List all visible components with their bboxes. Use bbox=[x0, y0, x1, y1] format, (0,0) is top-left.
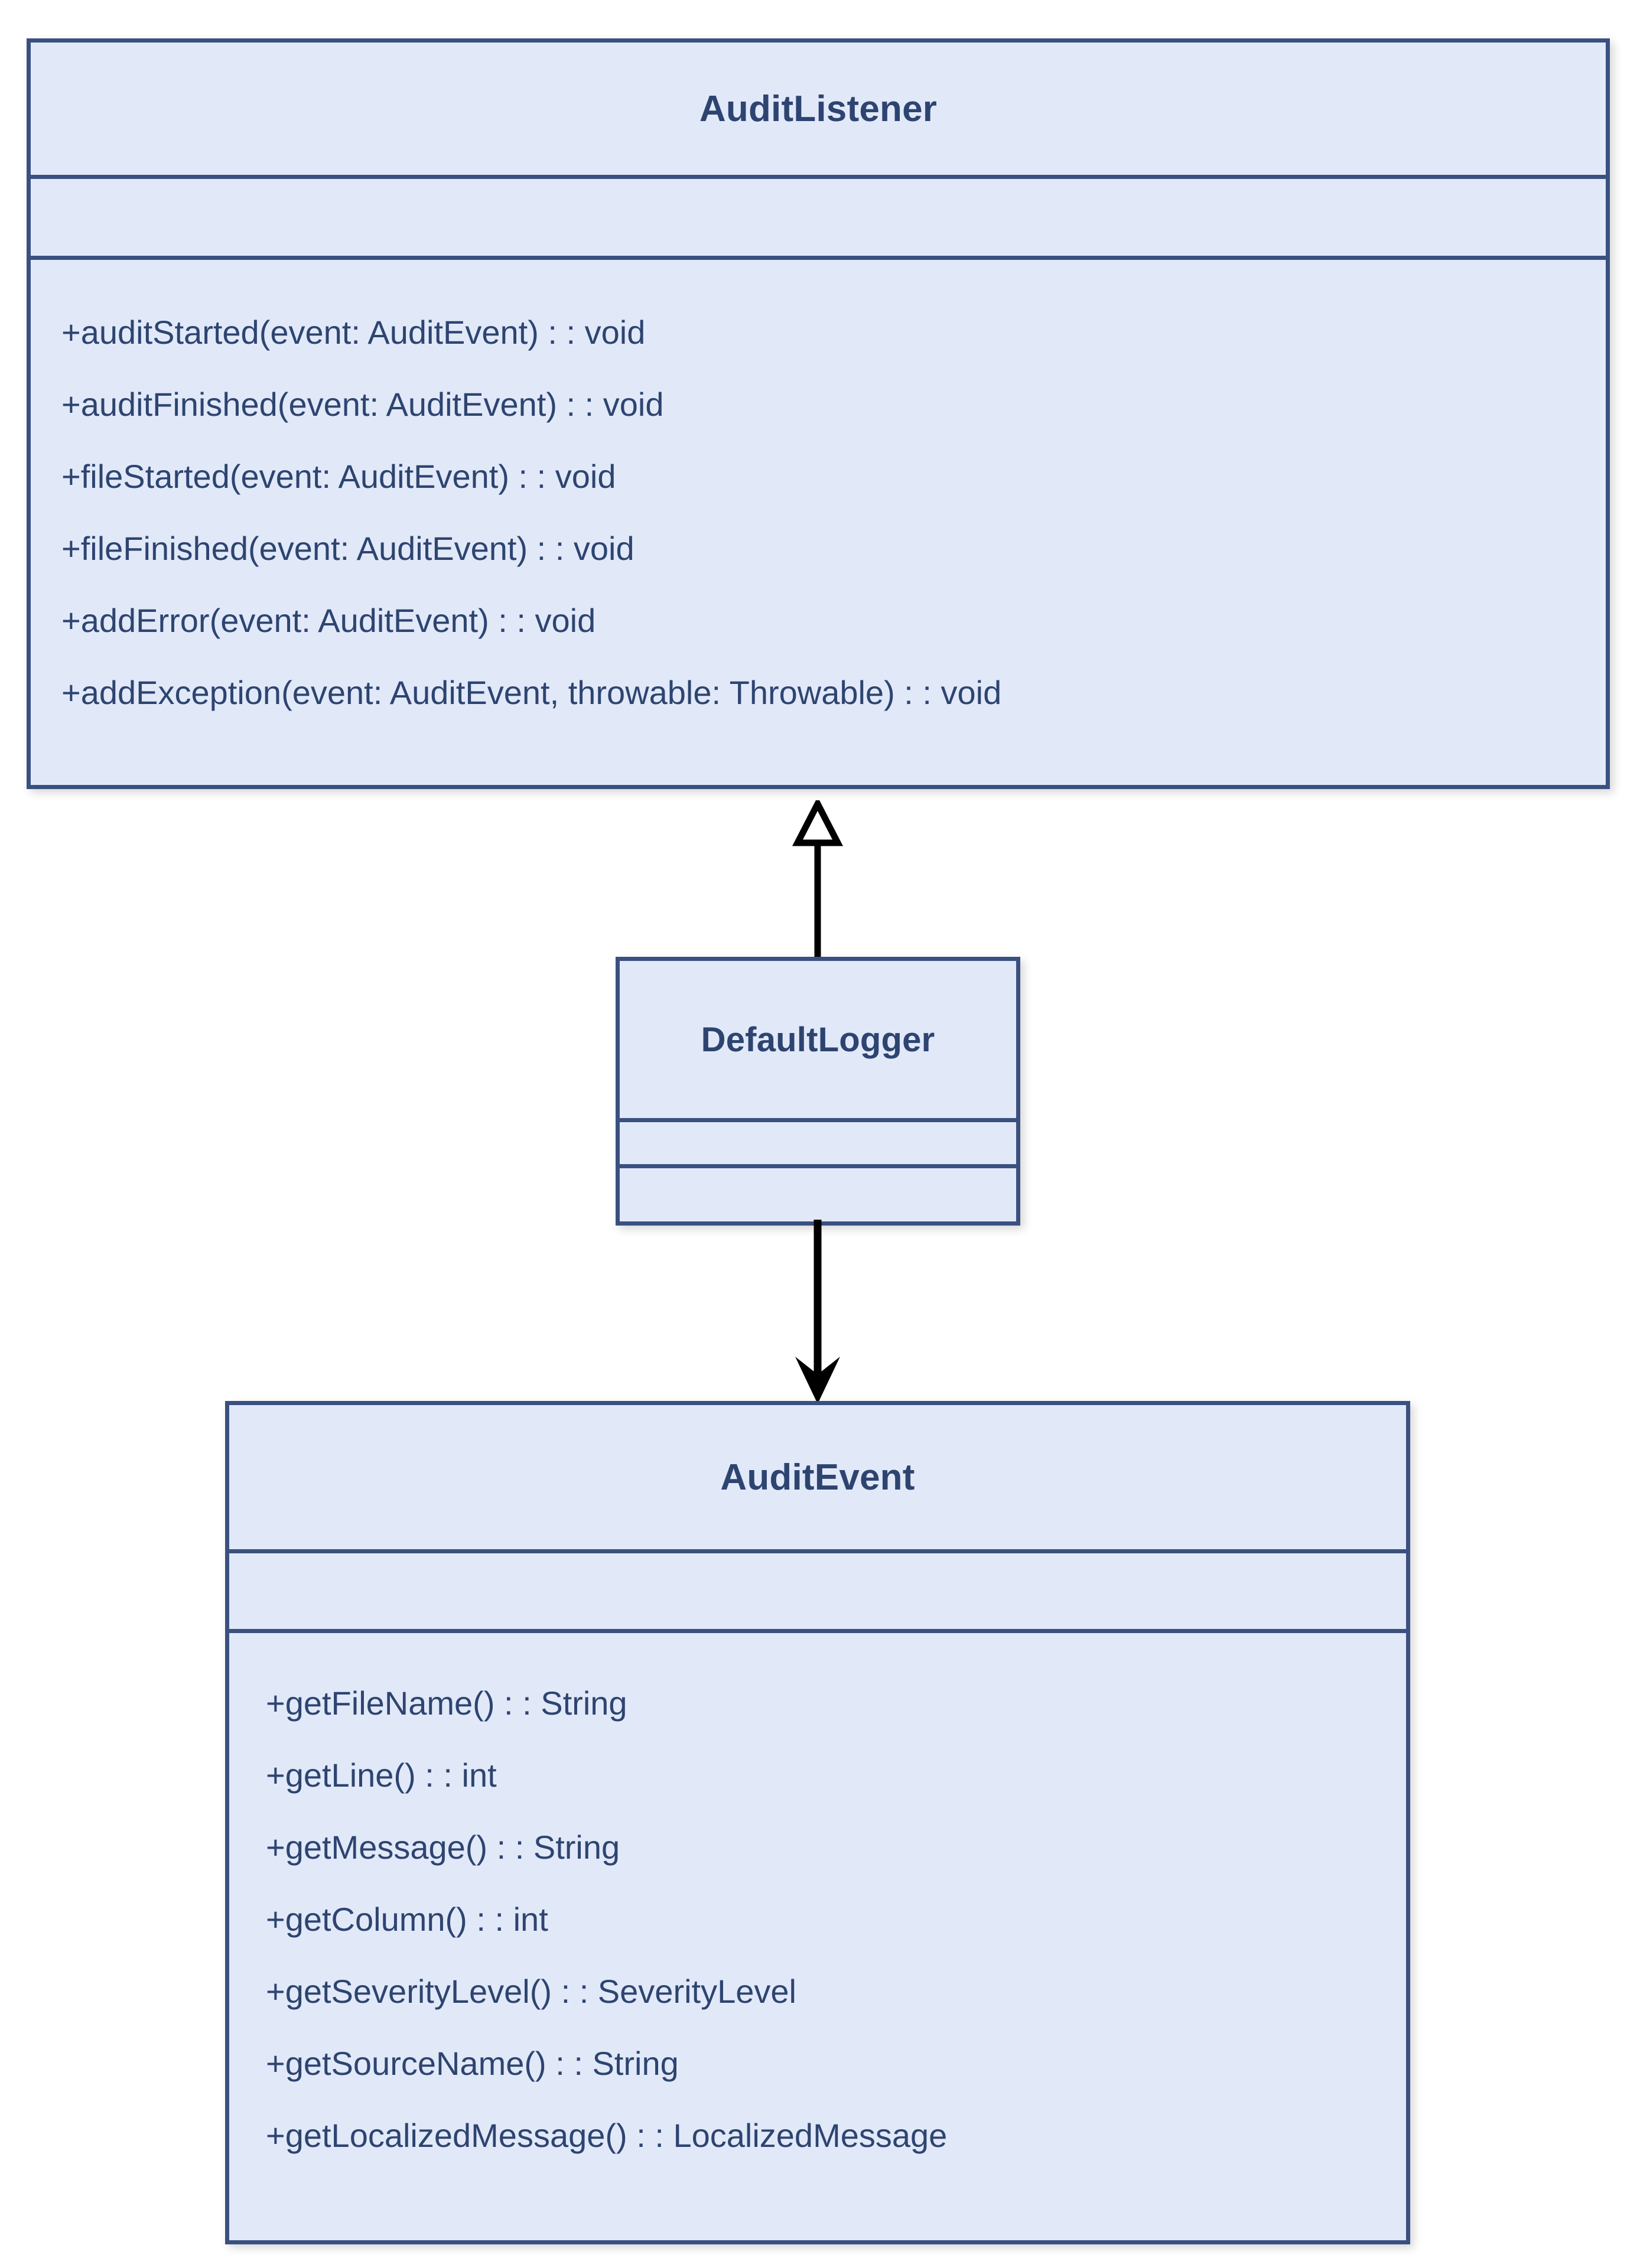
method-row: +getSeverityLevel() : : SeverityLevel bbox=[266, 1973, 796, 2010]
class-attributes-audit-listener bbox=[31, 179, 1606, 260]
method-row: +addException(event: AuditEvent, throwab… bbox=[61, 674, 1002, 711]
class-methods-audit-event: +getFileName() : : String +getLine() : :… bbox=[229, 1633, 1406, 2172]
class-box-audit-listener[interactable]: AuditListener +auditStarted(event: Audit… bbox=[27, 38, 1610, 789]
method-row: +getFileName() : : String bbox=[266, 1684, 627, 1722]
class-name-default-logger: DefaultLogger bbox=[620, 961, 1016, 1122]
class-box-audit-event[interactable]: AuditEvent +getFileName() : : String +ge… bbox=[225, 1401, 1410, 2244]
method-row: +getColumn() : : int bbox=[266, 1901, 548, 1938]
method-row: +addError(event: AuditEvent) : : void bbox=[61, 602, 596, 639]
class-name-audit-event: AuditEvent bbox=[229, 1405, 1406, 1553]
method-row: +fileFinished(event: AuditEvent) : : voi… bbox=[61, 530, 634, 567]
method-row: +getSourceName() : : String bbox=[266, 2045, 679, 2082]
method-row: +getMessage() : : String bbox=[266, 1829, 620, 1866]
method-row: +auditFinished(event: AuditEvent) : : vo… bbox=[61, 386, 664, 423]
method-row: +getLocalizedMessage() : : LocalizedMess… bbox=[266, 2117, 948, 2154]
class-attributes-default-logger bbox=[620, 1122, 1016, 1168]
method-row: +auditStarted(event: AuditEvent) : : voi… bbox=[61, 314, 646, 351]
association-arrow-default-logger-to-audit-event bbox=[795, 1220, 840, 1404]
class-box-default-logger[interactable]: DefaultLogger bbox=[616, 957, 1020, 1226]
generalization-arrow-default-logger-to-audit-listener bbox=[792, 800, 844, 966]
class-methods-audit-listener: +auditStarted(event: AuditEvent) : : voi… bbox=[31, 260, 1606, 729]
method-row: +getLine() : : int bbox=[266, 1757, 497, 1794]
class-attributes-audit-event bbox=[229, 1553, 1406, 1633]
class-methods-default-logger bbox=[620, 1168, 1016, 1217]
class-name-audit-listener: AuditListener bbox=[31, 43, 1606, 179]
method-row: +fileStarted(event: AuditEvent) : : void bbox=[61, 458, 616, 495]
